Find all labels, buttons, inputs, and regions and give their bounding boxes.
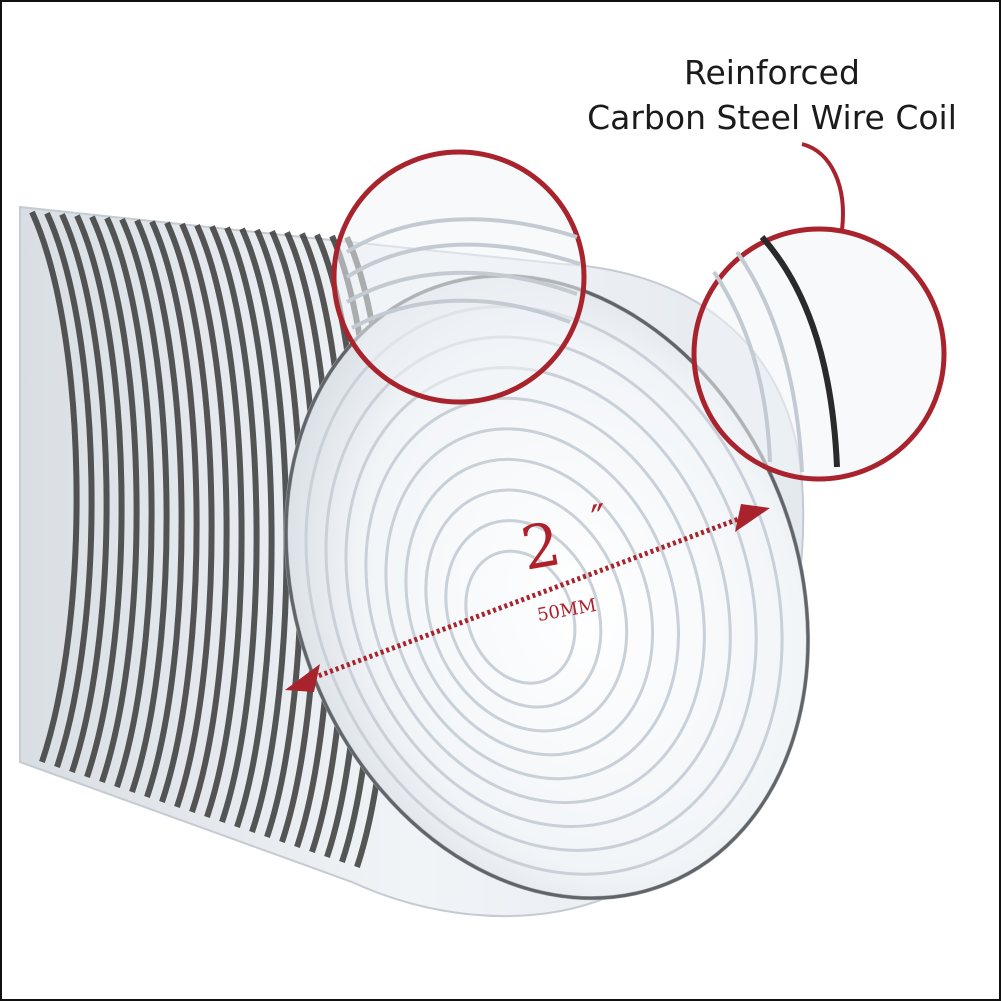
coil-rib — [149, 220, 200, 803]
inner-coil-ring — [424, 488, 629, 733]
dimension-arrowhead-right — [735, 504, 770, 532]
coil-rib — [59, 213, 110, 773]
zoom-circle-top — [331, 149, 587, 405]
coil-rib — [194, 223, 245, 818]
coil-rib — [29, 210, 80, 763]
coil-rib — [74, 214, 125, 778]
inner-coil-ring — [384, 427, 680, 781]
inner-coil-ring — [444, 519, 603, 709]
coil-rib — [179, 222, 230, 813]
coil-rib — [119, 217, 170, 793]
coil-rib — [134, 219, 185, 798]
zoom-circle-right-detail — [712, 235, 840, 473]
coil-rib — [104, 216, 155, 788]
callout-line-1: Reinforced — [684, 53, 860, 92]
coil-rib — [164, 221, 215, 808]
callout-leader-line — [801, 142, 845, 231]
inner-coil-ring — [404, 457, 655, 757]
inner-coil-ring — [464, 549, 577, 685]
coil-rib — [89, 215, 140, 783]
callout-line-2: Carbon Steel Wire Coil — [587, 98, 957, 137]
callout-label: Reinforced Carbon Steel Wire Coil — [542, 50, 999, 140]
dimension-line — [301, 511, 753, 685]
zoom-circle-top-detail — [345, 217, 581, 330]
coil-rib — [224, 226, 275, 828]
coil-rib — [44, 211, 95, 768]
dimension-arrowhead-left — [285, 664, 320, 692]
coil-rib — [209, 225, 260, 823]
